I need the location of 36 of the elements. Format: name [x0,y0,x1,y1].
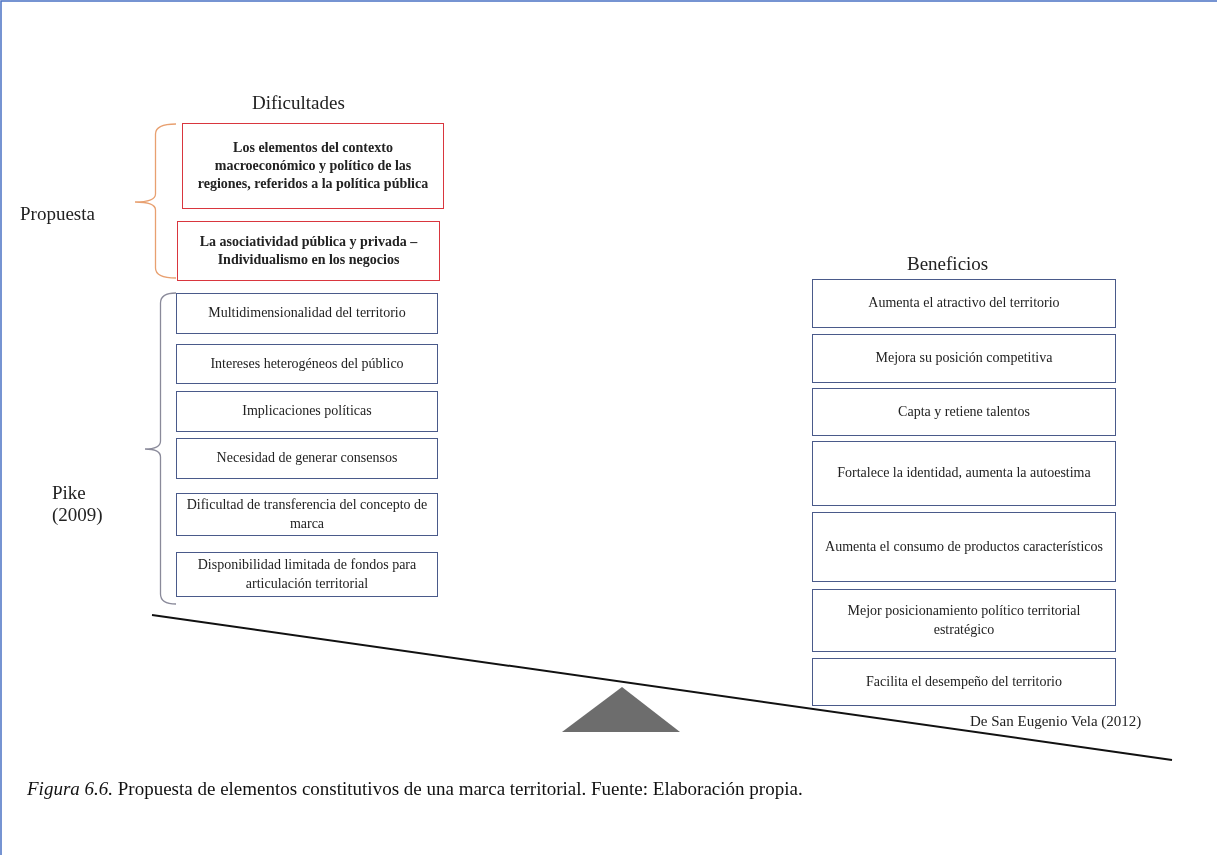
text-box [812,589,1116,652]
text-box [812,441,1116,506]
proposal-box [182,123,444,209]
box-text: Aumenta el consumo de productos característicos [825,537,1103,556]
text-box [176,391,438,432]
citation-label: Pike (2009) [52,482,104,526]
group-label: Propuesta [20,203,95,225]
caption: Figura 6.6. Propuesta de elementos constitutivos de una marca territorial. Fuente: Elaboración propia. [27,778,803,800]
heading: Beneficios [907,253,989,275]
box-text: Aumenta el atractivo del territorio [868,294,1060,313]
proposal-box [177,221,440,281]
box-text: Facilita el desempeño del territorio [866,672,1062,691]
text-box [812,658,1116,706]
text-box [812,334,1116,383]
text-box [812,279,1116,328]
text-box [176,493,438,536]
box-text: La asociatividad pública y privada – Individualismo en los negocios [198,232,419,269]
text-box [176,552,438,597]
text-box [176,344,438,384]
box-text: Dificultad de transferencia del concepto de marca [185,496,429,533]
text-box [812,512,1116,582]
citation: De San Eugenio Vela (2012) [970,713,1142,730]
box-text: Capta y retiene talentos [898,402,1030,421]
box-text: Fortalece la identidad, aumenta la autoestima [837,464,1091,483]
box-text: Implicaciones políticas [242,402,372,421]
box-text: Disponibilidad limitada de fondos para articulación territorial [196,556,418,593]
box-text: Mejora su posición competitiva [875,349,1053,368]
box-text: Mejor posicionamiento político territorial estratégico [846,602,1082,639]
box-text: Necesidad de generar consensos [216,449,398,468]
text-box [176,293,438,334]
text-box [812,388,1116,436]
box-text: Intereses heterogéneos del público [210,354,404,373]
text-box [176,438,438,479]
box-text: Los elementos del contexto macroeconómico y político de las regiones, referidos a la política pública [196,138,430,194]
heading: Dificultades [252,92,345,114]
box-text: Multidimensionalidad del territorio [208,304,406,323]
